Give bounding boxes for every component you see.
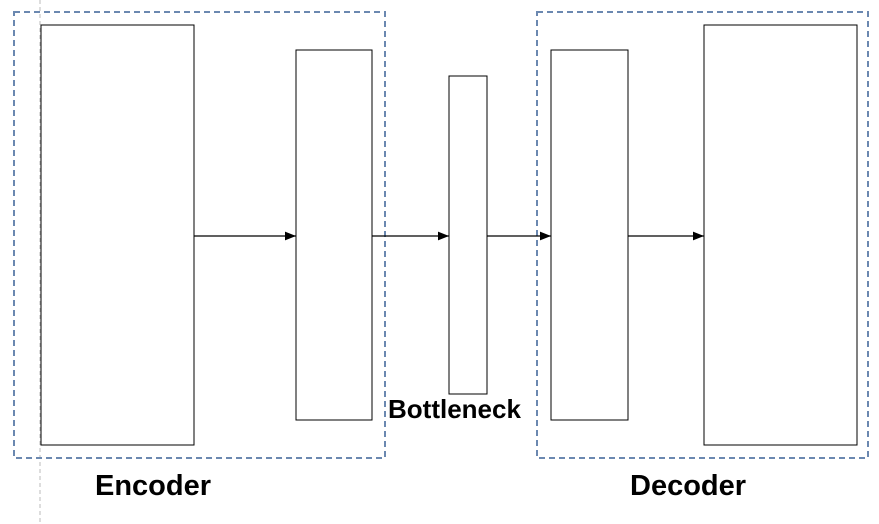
encoder-hidden-layer bbox=[295, 49, 373, 421]
bottleneck-layer bbox=[448, 75, 488, 395]
decoder-hidden-layer bbox=[550, 49, 629, 421]
bottleneck-label: Bottleneck bbox=[388, 394, 521, 424]
decoder-group-border bbox=[536, 11, 869, 459]
encoder-input-layer bbox=[40, 24, 195, 446]
decoder-output-layer bbox=[703, 24, 858, 446]
encoder-label: Encoder bbox=[95, 470, 212, 502]
decoder-label: Decoder bbox=[630, 470, 747, 502]
encoder-group-border bbox=[13, 11, 386, 459]
